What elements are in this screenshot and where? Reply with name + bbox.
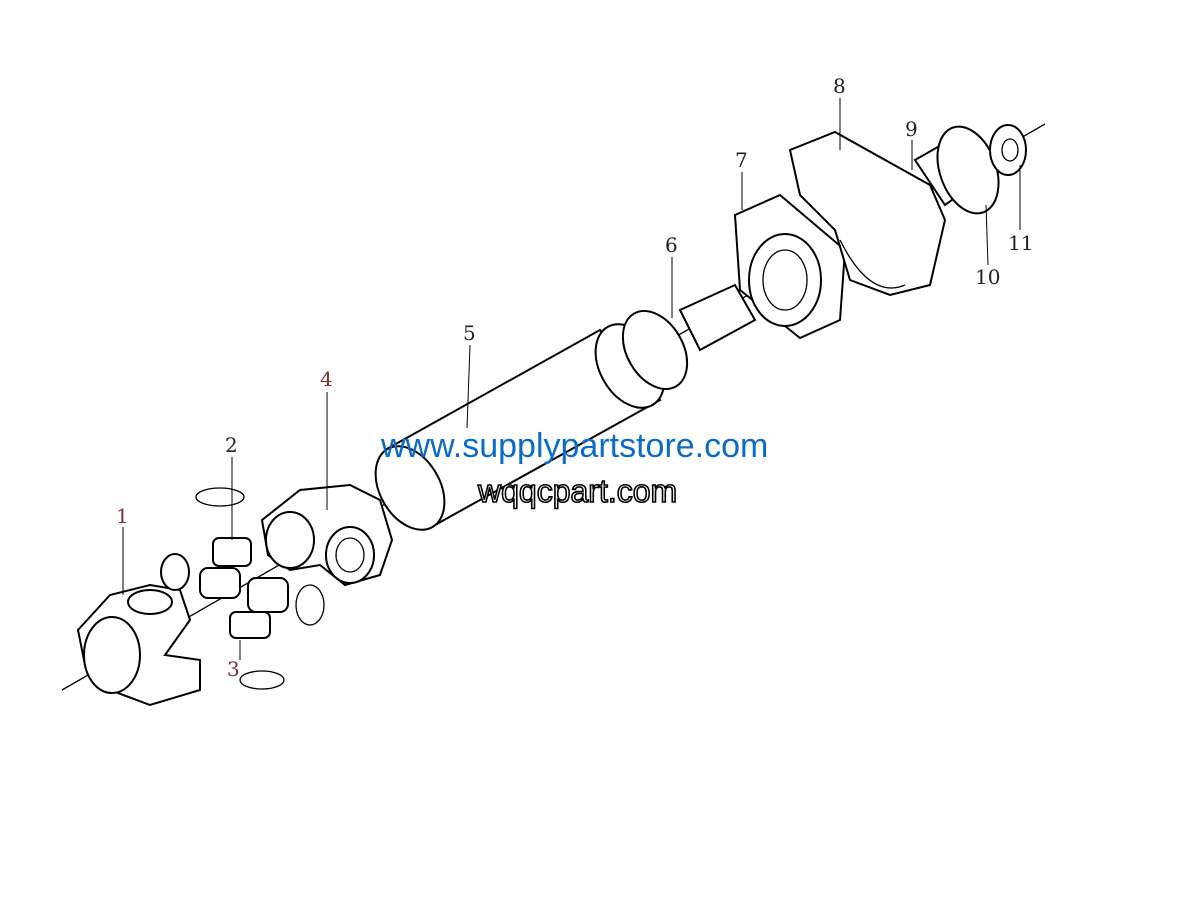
label-3: 3 xyxy=(227,657,240,681)
watermark-black: wqqcpart.com xyxy=(477,472,678,510)
label-6: 6 xyxy=(665,233,678,257)
label-2: 2 xyxy=(225,433,238,457)
part-7-center-bearing xyxy=(733,193,847,340)
part-2-3-universal-joint-cross xyxy=(195,487,325,690)
label-5: 5 xyxy=(463,321,476,345)
part-1-flange-yoke xyxy=(76,553,201,707)
label-8: 8 xyxy=(833,74,846,98)
part-5-tube xyxy=(374,323,666,531)
leader-lines xyxy=(122,98,1021,660)
label-4: 4 xyxy=(320,367,333,391)
label-10: 10 xyxy=(975,265,1000,289)
label-7: 7 xyxy=(735,148,748,172)
label-1: 1 xyxy=(116,504,129,528)
part-6-splined-stub xyxy=(621,283,757,390)
label-9: 9 xyxy=(905,117,918,141)
label-11: 11 xyxy=(1008,231,1033,255)
part-4-slip-yoke xyxy=(260,483,394,587)
part-8-support-bracket xyxy=(788,130,947,297)
watermark-blue: www.supplypartstore.com xyxy=(381,427,769,465)
part-9-10-11-companion-flange xyxy=(913,124,1027,215)
